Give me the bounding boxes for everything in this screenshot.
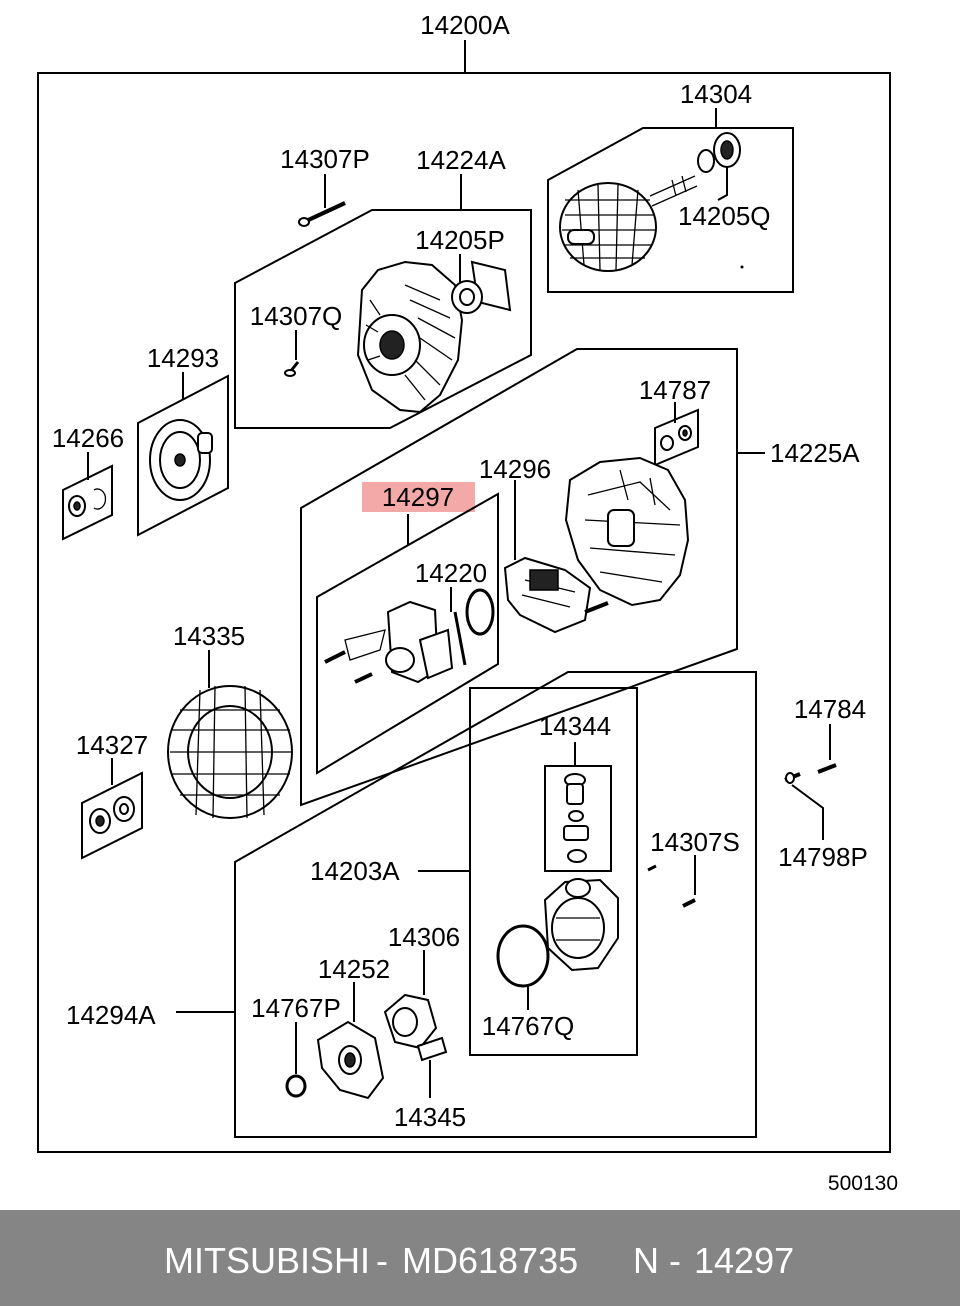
- rear-bracket-part[interactable]: [564, 456, 690, 607]
- nut-group-frame: [62, 464, 113, 541]
- label-14297[interactable]: 14297: [382, 482, 454, 512]
- vacuum-pump-group-frame: [234, 671, 757, 1138]
- pulley-group-frame: [137, 374, 229, 537]
- label-14327[interactable]: 14327: [76, 730, 148, 760]
- terminal-14798P[interactable]: [784, 772, 801, 784]
- label-14344[interactable]: 14344: [539, 711, 611, 741]
- part-number: MD618735: [402, 1240, 579, 1281]
- label-14784[interactable]: 14784: [794, 694, 866, 724]
- pump-cover-14252[interactable]: [316, 1020, 385, 1100]
- label-14266[interactable]: 14266: [52, 423, 124, 453]
- front-bracket-group-frame: [234, 209, 532, 429]
- brand-separator: -: [376, 1240, 388, 1281]
- stator-part[interactable]: [167, 685, 293, 819]
- label-14307P[interactable]: 14307P: [280, 144, 370, 174]
- label-14798P[interactable]: 14798P: [778, 842, 868, 872]
- vane-14306[interactable]: [383, 993, 448, 1062]
- brush-holder-group-frame: [316, 492, 499, 775]
- part-info-footer: MITSUBISHI - MD618735 N - 14297: [0, 1210, 960, 1306]
- screw-14307Q[interactable]: [284, 361, 300, 377]
- bearing-14205Q[interactable]: [697, 132, 741, 173]
- screw-14307S[interactable]: [647, 864, 696, 908]
- label-14767P[interactable]: 14767P: [251, 993, 341, 1023]
- bearing-14205P[interactable]: [451, 260, 512, 314]
- bolt-14784[interactable]: [817, 763, 837, 774]
- check-valve-part[interactable]: [563, 773, 589, 863]
- nut-part[interactable]: [68, 488, 107, 517]
- brand-name: MITSUBISHI: [164, 1240, 371, 1281]
- label-14205Q[interactable]: 14205Q: [678, 201, 771, 231]
- exploded-parts-diagram: 14200A 14304 14205Q 14224A 14307P: [37, 10, 898, 1195]
- label-14304[interactable]: 14304: [680, 79, 752, 109]
- oring-14220[interactable]: [465, 588, 495, 636]
- diagram-n-prefix: N: [633, 1240, 659, 1281]
- diagram-n-separator: -: [669, 1240, 681, 1281]
- label-14787[interactable]: 14787: [639, 375, 711, 405]
- rotor-group-frame: [547, 127, 794, 293]
- label-14307Q[interactable]: 14307Q: [250, 301, 343, 331]
- label-14296[interactable]: 14296: [479, 454, 551, 484]
- label-14307S[interactable]: 14307S: [650, 827, 740, 857]
- label-14306[interactable]: 14306: [388, 922, 460, 952]
- front-bracket-part[interactable]: [356, 260, 464, 414]
- label-14225A[interactable]: 14225A: [770, 438, 860, 468]
- pump-body-part[interactable]: [543, 878, 619, 972]
- oring-14767P[interactable]: [285, 1074, 307, 1098]
- assembly-label[interactable]: 14200A: [420, 10, 510, 40]
- valve-group-frame: [544, 765, 612, 872]
- regulator-part-14296[interactable]: [503, 556, 609, 634]
- label-14205P[interactable]: 14205P: [415, 225, 505, 255]
- label-14252[interactable]: 14252: [318, 954, 390, 984]
- label-14294A[interactable]: 14294A: [66, 1000, 156, 1030]
- diagram-reference-number: 500130: [828, 1172, 898, 1195]
- label-14767Q[interactable]: 14767Q: [482, 1011, 575, 1041]
- label-14335[interactable]: 14335: [173, 621, 245, 651]
- bearing-14327[interactable]: [89, 796, 135, 834]
- pulley-part[interactable]: [149, 419, 213, 501]
- label-14224A[interactable]: 14224A: [416, 145, 506, 175]
- rear-bracket-group-frame: [300, 348, 738, 807]
- diagram-number: 14297: [694, 1240, 795, 1281]
- terminal-group-frame: [654, 408, 699, 467]
- bolt-14307P[interactable]: [298, 201, 346, 227]
- terminal-14787[interactable]: [660, 425, 692, 451]
- label-14220[interactable]: 14220: [415, 558, 487, 588]
- rotor-part[interactable]: [559, 175, 698, 272]
- brush-spring-part[interactable]: [453, 611, 467, 666]
- label-14293[interactable]: 14293: [147, 343, 219, 373]
- highlight-14297: [362, 482, 475, 512]
- label-14203A[interactable]: 14203A: [310, 856, 400, 886]
- brush-holder-part[interactable]: [324, 600, 454, 684]
- oring-14767Q[interactable]: [496, 924, 550, 988]
- label-14345[interactable]: 14345: [394, 1102, 466, 1132]
- bearing-group-frame: [81, 771, 143, 860]
